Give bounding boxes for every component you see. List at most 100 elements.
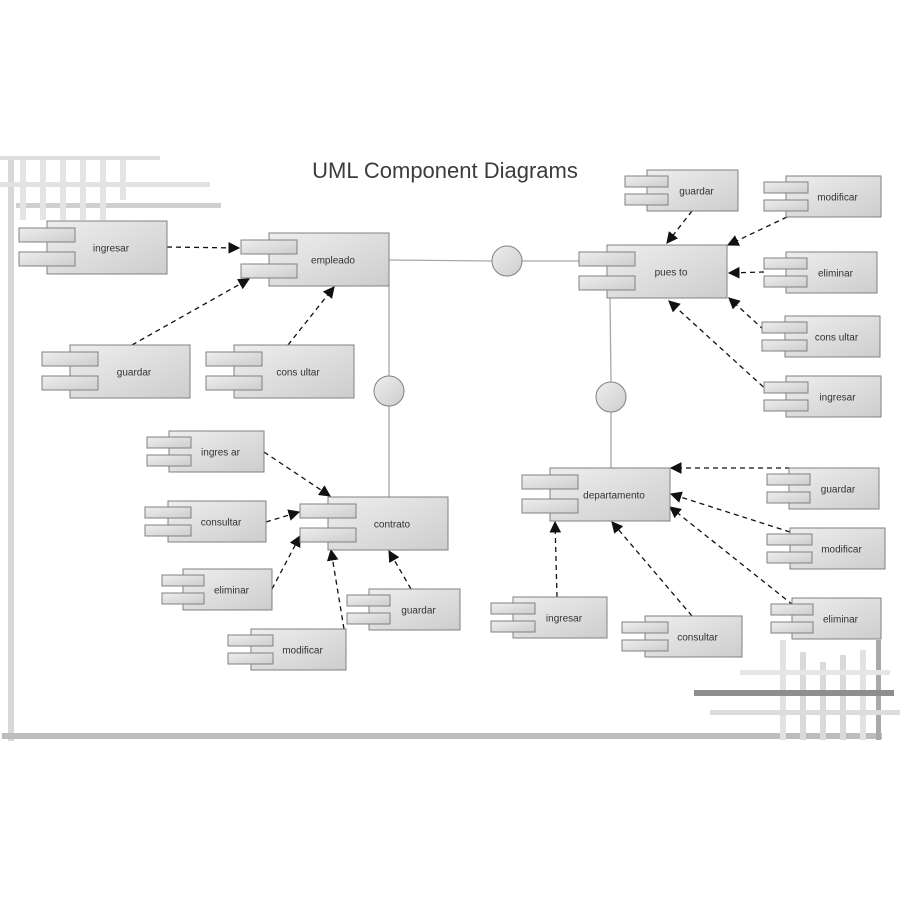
component-tab bbox=[766, 491, 811, 504]
association-line bbox=[609, 297, 612, 383]
component-tab bbox=[766, 533, 813, 546]
component-tab bbox=[299, 503, 357, 519]
component-pue-consultar[interactable]: cons ultar bbox=[761, 315, 881, 358]
connector-lines bbox=[373, 245, 627, 497]
component-pue-ingresar[interactable]: ingresar bbox=[763, 375, 882, 418]
component-tab bbox=[490, 620, 536, 633]
component-tab bbox=[763, 199, 809, 212]
component-dep-ingresar[interactable]: ingresar bbox=[490, 596, 608, 639]
component-label: ingresar bbox=[546, 614, 583, 625]
component-tab bbox=[299, 527, 357, 543]
component-label: consultar bbox=[677, 633, 718, 644]
interface-circle-iface-empleado-contrato bbox=[373, 375, 405, 407]
component-tab bbox=[18, 251, 76, 267]
dependency-arrow-emp-consultar bbox=[287, 286, 335, 346]
component-contrato[interactable]: contrato bbox=[299, 496, 449, 551]
component-dep-modificar[interactable]: modificar bbox=[766, 527, 886, 570]
component-tab bbox=[41, 375, 99, 391]
component-tab bbox=[578, 275, 636, 291]
component-dep-consultar[interactable]: consultar bbox=[621, 615, 743, 658]
component-label: contrato bbox=[374, 520, 411, 531]
component-dep-eliminar[interactable]: eliminar bbox=[770, 597, 882, 640]
dependency-arrow-con-modificar bbox=[326, 548, 345, 630]
component-tab bbox=[578, 251, 636, 267]
component-dep-guardar[interactable]: guardar bbox=[766, 467, 880, 510]
dependency-arrow-emp-guardar bbox=[131, 278, 251, 346]
component-con-modificar[interactable]: modificar bbox=[227, 628, 347, 671]
interface-circle-iface-empleado-puesto bbox=[491, 245, 523, 277]
component-tab bbox=[766, 551, 813, 564]
component-tab bbox=[227, 652, 274, 665]
component-con-consultar[interactable]: consultar bbox=[144, 500, 267, 543]
component-tab bbox=[761, 339, 808, 352]
component-tab bbox=[227, 634, 274, 647]
component-tab bbox=[144, 524, 192, 537]
interface-circle-iface-puesto-departamento bbox=[595, 381, 627, 413]
component-pue-guardar[interactable]: guardar bbox=[624, 169, 739, 212]
component-label: ingresar bbox=[819, 393, 856, 404]
dependency-arrow-dep-consultar bbox=[611, 521, 693, 617]
component-tab bbox=[346, 612, 391, 625]
component-tab bbox=[770, 621, 814, 634]
dependency-arrow-con-ingresar bbox=[263, 451, 331, 497]
component-tab bbox=[763, 181, 809, 194]
component-label: empleado bbox=[311, 256, 355, 267]
dependency-arrow-dep-modificar bbox=[669, 491, 791, 533]
component-label: guardar bbox=[117, 368, 152, 379]
component-tab bbox=[490, 602, 536, 615]
component-tab bbox=[766, 473, 811, 486]
component-emp-ingresar[interactable]: ingresar bbox=[18, 220, 168, 275]
component-departamento[interactable]: departamento bbox=[521, 467, 671, 522]
dependency-arrow-con-eliminar bbox=[271, 534, 301, 590]
component-pue-modificar[interactable]: modificar bbox=[763, 175, 882, 218]
component-tab bbox=[521, 498, 579, 514]
component-tab bbox=[161, 574, 205, 587]
component-label: pues to bbox=[655, 268, 688, 279]
component-tab bbox=[621, 639, 669, 652]
component-label: eliminar bbox=[214, 586, 250, 597]
component-con-guardar[interactable]: guardar bbox=[346, 588, 461, 631]
component-tab bbox=[18, 227, 76, 243]
component-tab bbox=[146, 454, 192, 467]
diagram-title: UML Component Diagrams bbox=[312, 158, 578, 183]
component-label: departamento bbox=[583, 491, 645, 502]
component-tab bbox=[763, 257, 808, 270]
component-puesto[interactable]: pues to bbox=[578, 244, 728, 299]
dependency-arrow-con-guardar bbox=[388, 549, 412, 590]
component-tab bbox=[205, 351, 263, 367]
component-tab bbox=[624, 193, 669, 206]
dependency-arrow-emp-ingresar bbox=[166, 242, 241, 254]
component-label: ingresar bbox=[93, 244, 130, 255]
dependency-arrows bbox=[131, 210, 794, 630]
component-tab bbox=[205, 375, 263, 391]
component-con-eliminar[interactable]: eliminar bbox=[161, 568, 273, 611]
component-pue-eliminar[interactable]: eliminar bbox=[763, 251, 878, 294]
component-tab bbox=[346, 594, 391, 607]
component-label: modificar bbox=[282, 646, 323, 657]
dependency-arrow-dep-ingresar bbox=[549, 520, 562, 598]
component-tab bbox=[624, 175, 669, 188]
component-label: guardar bbox=[679, 187, 714, 198]
component-tab bbox=[240, 263, 298, 279]
dependency-arrow-con-consultar bbox=[265, 509, 301, 523]
component-con-ingresar[interactable]: ingres ar bbox=[146, 430, 265, 473]
component-tab bbox=[770, 603, 814, 616]
component-tab bbox=[521, 474, 579, 490]
component-empleado[interactable]: empleado bbox=[240, 232, 390, 287]
component-label: modificar bbox=[817, 193, 858, 204]
dependency-arrow-pue-guardar bbox=[666, 210, 693, 244]
component-tab bbox=[240, 239, 298, 255]
component-tab bbox=[41, 351, 99, 367]
decorative-frame bbox=[0, 156, 900, 741]
component-label: modificar bbox=[821, 545, 862, 556]
component-label: guardar bbox=[821, 485, 856, 496]
component-emp-consultar[interactable]: cons ultar bbox=[205, 344, 355, 399]
component-tab bbox=[763, 275, 808, 288]
dependency-arrow-pue-ingresar bbox=[668, 300, 771, 394]
component-emp-guardar[interactable]: guardar bbox=[41, 344, 191, 399]
component-tab bbox=[146, 436, 192, 449]
component-tab bbox=[144, 506, 192, 519]
component-tab bbox=[621, 621, 669, 634]
